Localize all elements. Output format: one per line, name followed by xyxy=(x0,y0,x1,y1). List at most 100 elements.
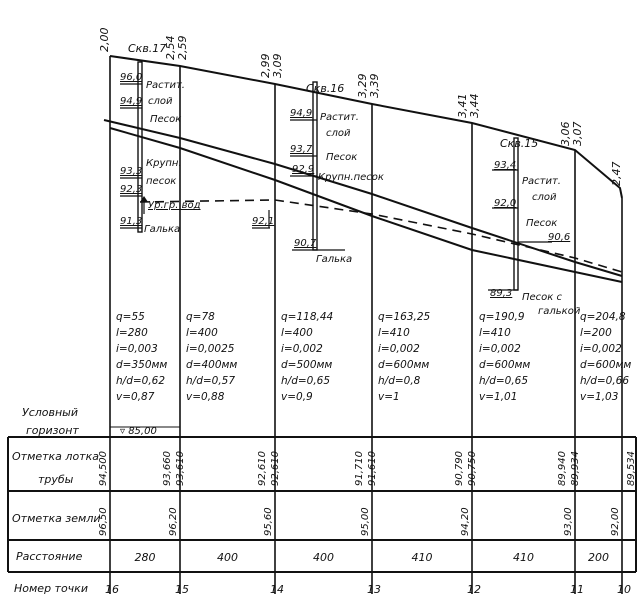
station-verticals xyxy=(109,56,623,594)
depth-label: 3,41 xyxy=(456,94,469,119)
segment-distance: 410 xyxy=(412,551,433,564)
row-label-invert: трубы xyxy=(38,473,74,486)
segment-parameter: l=200 xyxy=(580,327,612,339)
segment-parameter: d=400мм xyxy=(186,359,237,371)
soil-layer-label: Растит. xyxy=(522,176,561,187)
borehole-elevation: 94,9 xyxy=(290,108,312,119)
depth-label: 3,29 xyxy=(356,74,369,99)
borehole-elevation: 94,9 xyxy=(120,96,142,107)
invert-elevation: 91,710 xyxy=(354,451,365,486)
borehole-elevation: 90,7 xyxy=(294,238,317,249)
segment-parameter: q=190,9 xyxy=(479,311,525,323)
layer-ticks xyxy=(120,83,552,291)
segment-parameter: d=600мм xyxy=(378,359,429,371)
borehole-elevation: 91,3 xyxy=(120,216,142,227)
soil-layer-label: Крупн.песок xyxy=(318,172,384,183)
segment-parameter: l=400 xyxy=(281,327,313,339)
point-number: 10 xyxy=(617,583,631,596)
invert-elevation: 90,750 xyxy=(467,451,478,486)
borehole-label: Скв.17 xyxy=(128,42,166,55)
ground-elevation: 96,20 xyxy=(168,507,179,536)
ground-elevation: 96,50 xyxy=(98,507,109,536)
point-number: 14 xyxy=(270,583,284,596)
invert-elevation: 94,500 xyxy=(98,451,109,486)
row-label-invert: Отметка лотка xyxy=(12,450,99,463)
soil-layer-label: слой xyxy=(326,128,351,139)
borehole-elevation: 92,0 xyxy=(494,198,516,209)
water-table-line xyxy=(139,199,623,273)
segment-distance: 400 xyxy=(313,551,334,564)
segment-parameter: q=204,8 xyxy=(580,311,626,323)
depth-label: 2,59 xyxy=(176,36,189,61)
segment-parameter: d=600мм xyxy=(479,359,530,371)
segment-parameter: l=410 xyxy=(479,327,511,339)
depth-label: 3,06 xyxy=(559,122,572,147)
invert-elevation: 89,934 xyxy=(570,451,581,486)
point-number: 13 xyxy=(367,583,381,596)
borehole-17 xyxy=(137,61,143,233)
datum-label: Условный xyxy=(22,406,78,419)
row-label-point: Номер точки xyxy=(14,582,88,595)
borehole-label: Скв.16 xyxy=(306,82,344,95)
segment-parameter: v=1,03 xyxy=(580,391,618,403)
depth-label: 2,47 xyxy=(610,162,623,187)
soil-layer-label: Песок xyxy=(150,114,181,125)
point-number: 12 xyxy=(467,583,481,596)
segment-parameter: d=350мм xyxy=(116,359,167,371)
segment-parameter: i=0,002 xyxy=(479,343,521,355)
borehole-elevation: 93,4 xyxy=(494,160,516,171)
soil-layer-label: Песок с xyxy=(522,292,563,303)
soil-layer-label: галькой xyxy=(538,306,581,317)
segment-parameter: l=410 xyxy=(378,327,410,339)
point-number: 11 xyxy=(570,583,584,596)
invert-elevation: 92,610 xyxy=(270,451,281,486)
depth-label: 3,09 xyxy=(271,54,284,79)
groundwater-label: Ур.гр. вод xyxy=(148,200,201,211)
segment-parameter: h/d=0,65 xyxy=(479,375,528,387)
segment-parameter: h/d=0,57 xyxy=(186,375,235,387)
ground-elevation: 95,60 xyxy=(263,507,274,536)
datum-label: горизонт xyxy=(26,424,79,437)
borehole-label: Скв.15 xyxy=(500,137,538,150)
invert-elevation: 89,534 xyxy=(626,451,637,486)
row-label-ground: Отметка земли xyxy=(12,512,101,525)
invert-elevation: 93,610 xyxy=(175,451,186,486)
water-level-value: 92,1 xyxy=(252,216,274,227)
segment-parameter: h/d=0,62 xyxy=(116,375,165,387)
depth-label: 2,99 xyxy=(259,54,272,79)
invert-elevation: 92,610 xyxy=(257,451,268,486)
depth-label: 3,07 xyxy=(571,122,584,147)
segment-parameter: i=0,002 xyxy=(378,343,420,355)
soil-layer-label: Крупн. xyxy=(146,158,182,169)
segment-parameter: l=400 xyxy=(186,327,218,339)
soil-layer-label: Галька xyxy=(316,254,352,265)
segment-parameter: v=0,87 xyxy=(116,391,155,403)
point-number: 15 xyxy=(175,583,189,596)
segment-parameter: i=0,0025 xyxy=(186,343,235,355)
segment-parameter: q=78 xyxy=(186,311,215,323)
soil-layer-label: Галька xyxy=(144,224,180,235)
borehole-elevation: 93,7 xyxy=(290,144,313,155)
segment-parameter: i=0,003 xyxy=(116,343,158,355)
segment-parameter: l=280 xyxy=(116,327,148,339)
invert-elevation: 91,610 xyxy=(367,451,378,486)
soil-layer-label: слой xyxy=(148,96,173,107)
segment-distance: 280 xyxy=(135,551,156,564)
row-label-distance: Расстояние xyxy=(16,550,83,563)
segment-parameter: i=0,002 xyxy=(580,343,622,355)
segment-parameter: q=118,44 xyxy=(281,311,333,323)
segment-parameter: h/d=0,8 xyxy=(378,375,421,387)
ground-elevation: 93,00 xyxy=(563,507,574,536)
segment-parameter: v=0,9 xyxy=(281,391,313,403)
profile xyxy=(103,55,623,594)
ground-elevation: 94,20 xyxy=(460,507,471,536)
invert-elevation: 90,790 xyxy=(454,451,465,486)
depth-label: 3,39 xyxy=(368,74,381,99)
soil-layer-label: песок xyxy=(146,176,176,187)
borehole-elevation: 90,6 xyxy=(548,232,570,243)
segment-distance: 400 xyxy=(217,551,238,564)
depth-label: 2,54 xyxy=(164,36,177,61)
borehole-elevation: 93,3 xyxy=(120,166,142,177)
